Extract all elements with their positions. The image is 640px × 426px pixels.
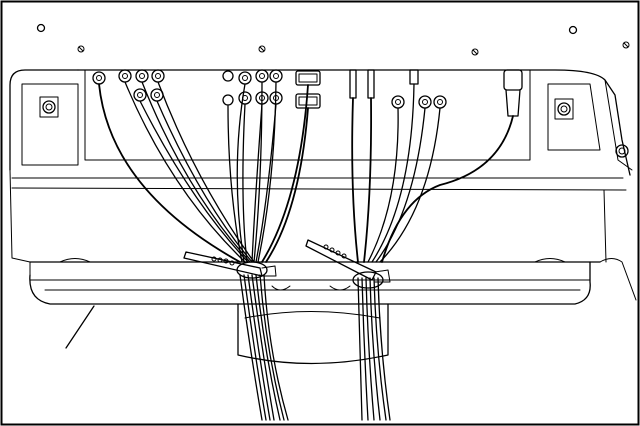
right-cable-bundle (351, 83, 514, 421)
hole-icon (568, 25, 578, 35)
screw-icon (258, 45, 266, 53)
callout-leader-line (65, 305, 95, 349)
screw-icon (622, 41, 630, 49)
tv-stand (29, 258, 591, 365)
connector-panel (84, 69, 531, 161)
tv-back-cover (9, 69, 637, 301)
cable-tie-icon (183, 251, 291, 291)
screw-icon (615, 144, 629, 158)
side-screws (39, 96, 629, 158)
screw-icon (77, 45, 85, 53)
cable-tie-icon (305, 239, 391, 291)
top-panel-screws (36, 23, 630, 56)
hole-icon (36, 23, 46, 33)
left-cable-bundle (98, 81, 309, 421)
screw-icon (471, 48, 479, 56)
screw-icon (554, 98, 574, 120)
screw-icon (39, 96, 59, 118)
